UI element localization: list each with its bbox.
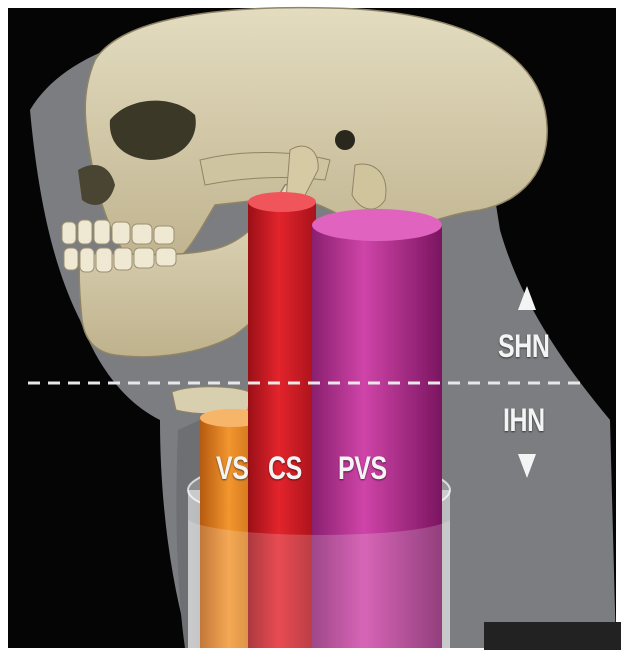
pvs-label: PVS (338, 450, 387, 487)
triangle-down-icon (518, 454, 536, 478)
cs-label: CS (268, 450, 302, 487)
ihn-label: IHN (503, 402, 545, 439)
glass-front (188, 520, 450, 648)
vs-label: VS (216, 450, 249, 487)
triangle-up-icon (518, 286, 536, 310)
corner-block (484, 622, 621, 650)
ear-canal (335, 130, 355, 150)
shn-label: SHN (498, 328, 550, 365)
